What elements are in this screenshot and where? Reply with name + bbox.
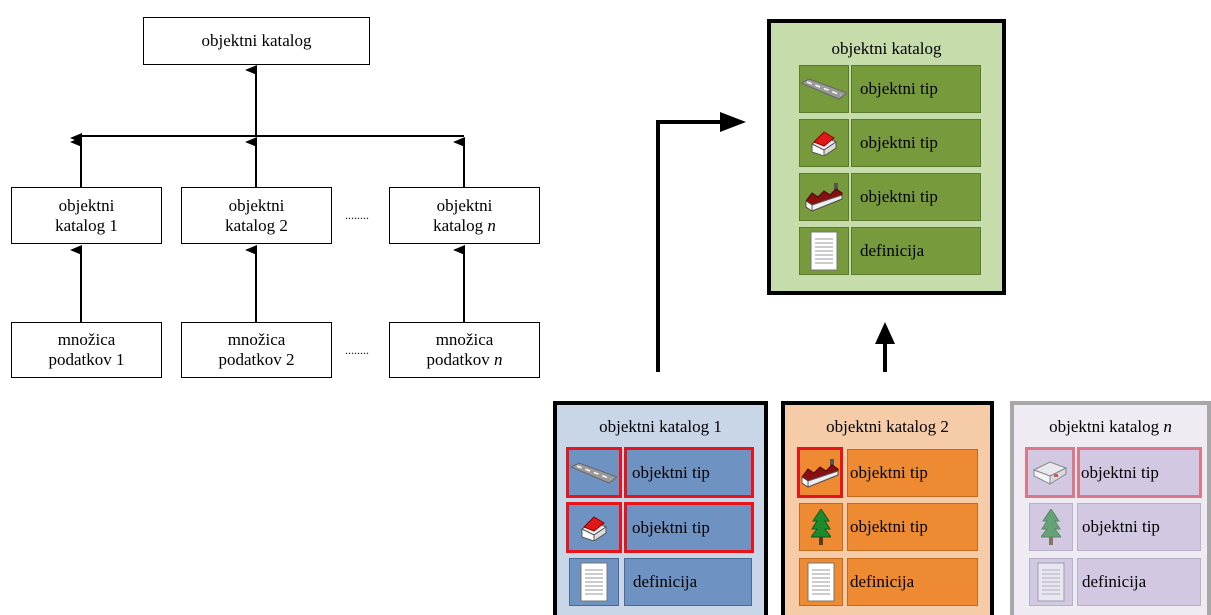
- catalog-2-line2: katalog 2: [225, 215, 288, 235]
- catalog-panel-1-title: objektni katalog 1: [599, 417, 722, 436]
- panel-2-row-2-label-cell: objektni tip: [847, 503, 978, 551]
- merged-row-2-label: objektni tip: [860, 133, 938, 152]
- merged-row-4-label: definicija: [860, 241, 925, 260]
- dataset-box-2: množica podatkov 2: [181, 322, 332, 378]
- tree-icon: [1041, 509, 1061, 545]
- dataset-1-line2: podatkov 1: [48, 350, 125, 369]
- catalog-box-n: objektni katalog n: [389, 187, 540, 244]
- catalog-n-line1: objektni: [436, 195, 493, 215]
- house-icon: [811, 131, 837, 156]
- house-icon: [581, 515, 607, 541]
- catalog-1-line1: objektni: [58, 195, 115, 215]
- catalog-panel-2-title: objektni katalog 2: [826, 417, 949, 436]
- panel-n-row-3-label: definicija: [1082, 572, 1147, 591]
- panel-2-row-3-label: definicija: [850, 572, 915, 591]
- panel-n-row-2-label: objektni tip: [1082, 517, 1160, 536]
- merged-catalog-title: objektni katalog: [831, 39, 942, 58]
- dataset-box-1: množica podatkov 1: [11, 322, 162, 378]
- catalog-panel-n-title-text: objektni katalog: [1049, 417, 1164, 436]
- dataset-n-index: n: [494, 350, 503, 369]
- factory-icon: [801, 458, 839, 488]
- top-catalog-label: objektni katalog: [201, 31, 312, 50]
- dataset-2-line1: množica: [227, 330, 286, 349]
- panel-2-row-1-label-cell: objektni tip: [847, 449, 978, 497]
- merged-row-1-label-cell: objektni tip: [851, 65, 981, 113]
- panel-2-row-3-icon-cell: [799, 558, 843, 606]
- panel-n-row-2-label-cell: objektni tip: [1077, 503, 1201, 551]
- road-icon: [571, 461, 617, 484]
- catalog-panel-2: objektni katalog 2 objektni tip objektni…: [781, 401, 994, 615]
- panel-2-row-2-label: objektni tip: [850, 517, 928, 536]
- merged-row-3-label: objektni tip: [860, 187, 938, 206]
- merged-row-3-icon-cell: [799, 173, 849, 221]
- dataset-1-line1: množica: [57, 330, 116, 349]
- document-icon: [810, 231, 838, 271]
- catalog-panel-n: objektni katalog n objektni tip objektni…: [1010, 401, 1211, 615]
- catalog-box-1: objektni katalog 1: [11, 187, 162, 244]
- merged-row-2-icon-cell: [799, 119, 849, 167]
- tree-icon: [811, 509, 831, 545]
- dataset-n-line2: podatkov: [426, 350, 495, 369]
- merged-row-3-label-cell: objektni tip: [851, 173, 981, 221]
- dataset-2-line2: podatkov 2: [218, 350, 295, 369]
- panel-1-row-3-icon-cell: [569, 558, 619, 606]
- merged-row-2-label-cell: objektni tip: [851, 119, 981, 167]
- merged-row-4-label-cell: definicija: [851, 227, 981, 275]
- catalog-n-line2: katalog: [433, 215, 488, 235]
- panel-1-row-2-icon-cell: [566, 502, 622, 553]
- document-icon: [807, 562, 835, 602]
- dataset-box-n: množica podatkov n: [389, 322, 540, 378]
- merged-row-1-icon-cell: [799, 65, 849, 113]
- catalog-1-line2: katalog 1: [55, 215, 118, 235]
- merged-row-4-icon-cell: [799, 227, 849, 275]
- catalog-panel-1: objektni katalog 1 objektni tip objektni…: [553, 401, 768, 615]
- merged-row-1-label: objektni tip: [860, 79, 938, 98]
- document-icon: [1037, 562, 1065, 602]
- panel-2-row-2-icon-cell: [799, 503, 843, 551]
- panel-n-row-1-icon-cell: [1025, 447, 1075, 498]
- catalog-panel-n-title: objektni katalog n: [1014, 417, 1207, 437]
- document-icon: [580, 562, 608, 602]
- catalog-ellipsis: ........: [345, 208, 369, 222]
- road-icon: [801, 78, 847, 100]
- panel-n-row-1-label-cell: objektni tip: [1077, 447, 1202, 498]
- panel-2-row-3-label-cell: definicija: [847, 558, 978, 606]
- hierarchy-arrows: [70, 65, 465, 322]
- panel-1-row-1-icon-cell: [566, 447, 622, 498]
- panel-1-row-3-label-cell: definicija: [624, 558, 752, 606]
- panel-1-row-1-label-cell: objektni tip: [624, 447, 754, 498]
- panel-n-row-1-label: objektni tip: [1081, 462, 1159, 482]
- catalog-n-index: n: [487, 215, 496, 235]
- factory-icon: [805, 183, 843, 212]
- top-catalog-box: objektni katalog: [143, 17, 370, 65]
- panel-1-row-1-label: objektni tip: [632, 462, 710, 482]
- box-icon: [1032, 460, 1068, 485]
- catalog-2-line1: objektni: [228, 195, 285, 215]
- panel-n-row-2-icon-cell: [1029, 503, 1073, 551]
- panel-n-row-3-icon-cell: [1029, 558, 1073, 606]
- panel-1-row-2-label-cell: objektni tip: [624, 502, 754, 553]
- panel-2-row-1-icon-cell: [797, 447, 843, 498]
- panel-n-row-3-label-cell: definicija: [1077, 558, 1201, 606]
- merge-arrows: [656, 112, 895, 372]
- catalog-box-2: objektni katalog 2: [181, 187, 332, 244]
- panel-1-row-2-label: objektni tip: [632, 517, 710, 537]
- dataset-n-line1: množica: [435, 330, 494, 349]
- merged-catalog-panel: objektni katalog objektni tip objektni t…: [767, 19, 1006, 295]
- panel-2-row-1-label: objektni tip: [850, 463, 928, 482]
- panel-1-row-3-label: definicija: [633, 572, 698, 591]
- dataset-ellipsis: ........: [345, 343, 369, 357]
- catalog-panel-n-index: n: [1163, 417, 1172, 436]
